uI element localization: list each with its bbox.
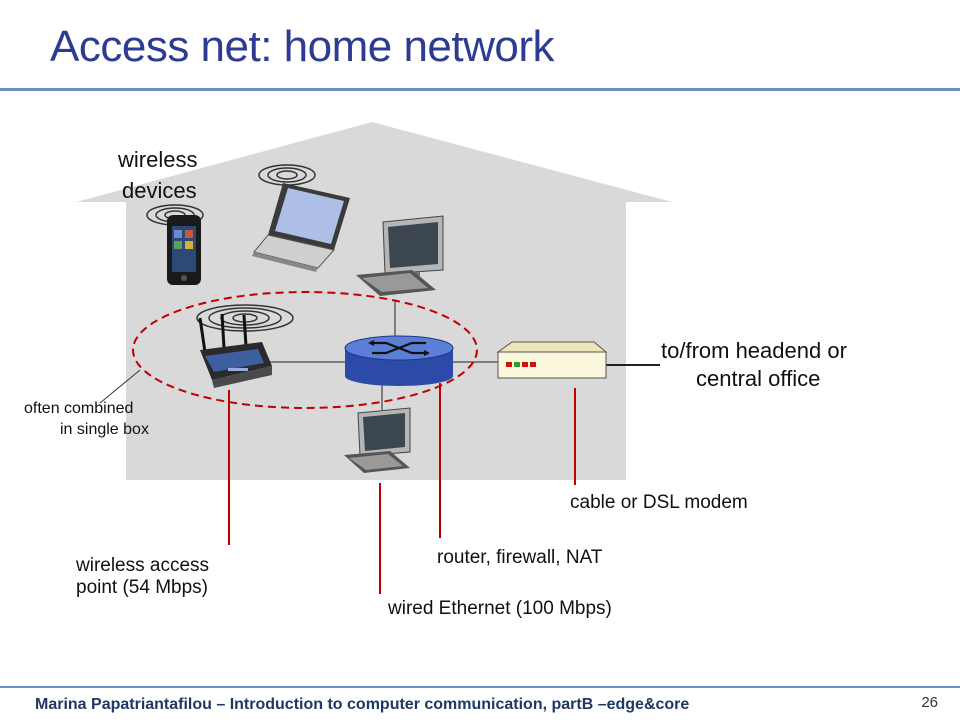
wireless-devices-label-line2: devices (122, 178, 197, 203)
desktop-computer-icon (356, 215, 444, 296)
ethernet-label: wired Ethernet (100 Mbps) (388, 598, 612, 619)
headend-label-line2: central office (696, 366, 821, 391)
title-rule (0, 88, 960, 91)
combined-label-line1: often combined (24, 400, 134, 417)
router-label: router, firewall, NAT (437, 547, 603, 568)
smartphone-icon (167, 215, 201, 285)
ap-label-line2: point (54 Mbps) (76, 577, 209, 598)
page-number: 26 (921, 694, 938, 711)
laptop-icon (252, 183, 350, 272)
headend-label-line1: to/from headend or (661, 338, 847, 363)
slide-title: Access net: home network (50, 22, 555, 71)
modem-label: cable or DSL modem (570, 492, 748, 513)
footer-rule (0, 686, 960, 688)
desktop-computer-icon (344, 407, 411, 473)
wireless-devices-label-line1: wireless (118, 147, 198, 172)
house-shape (76, 122, 672, 480)
combined-pointer-line (99, 369, 141, 404)
modem-icon (496, 341, 608, 379)
router-icon (344, 335, 454, 386)
combined-box-ellipse (132, 291, 478, 409)
callout-lines (228, 383, 576, 594)
combined-label-line2: in single box (60, 421, 149, 438)
ap-label-line1: wireless access (76, 555, 210, 576)
slide-footer: Marina Papatriantafilou – Introduction t… (35, 696, 690, 713)
wireless-router-icon (198, 313, 272, 388)
